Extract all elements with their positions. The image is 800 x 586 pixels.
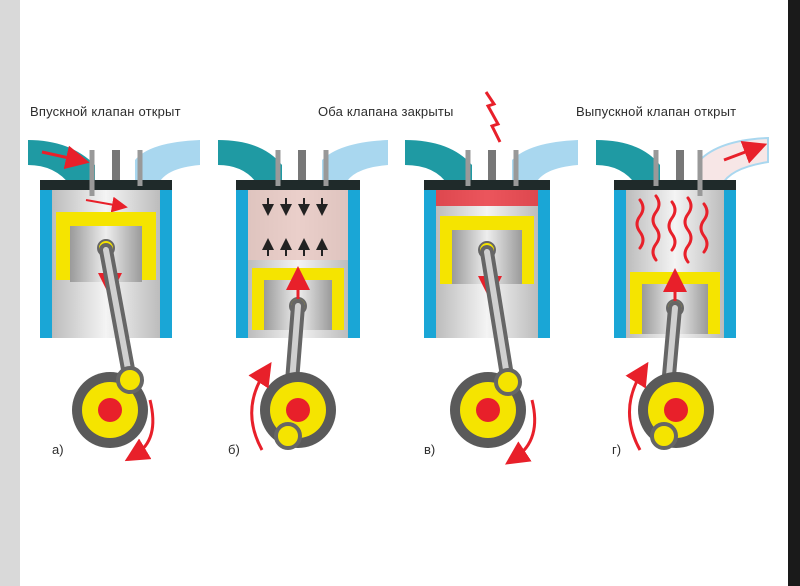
crank-pin	[274, 422, 302, 450]
caption-intake-open: Впускной клапан открыт	[30, 104, 181, 119]
cylinder-wall-right	[724, 188, 736, 338]
exhaust-gases	[635, 194, 709, 264]
crank-pin	[650, 422, 678, 450]
intake-port	[596, 140, 660, 185]
compressed-charge	[248, 190, 348, 260]
crank-hub	[98, 398, 122, 422]
intake-charge-arrow	[85, 196, 128, 213]
rotation-arrow	[625, 361, 649, 451]
combustion-flash	[436, 190, 538, 206]
intake-port	[28, 140, 95, 185]
crank-hub	[286, 398, 310, 422]
connecting-rod-highlight	[103, 247, 133, 383]
piston-skirt	[332, 280, 344, 330]
spark-plug	[298, 150, 306, 180]
stage-label-c: в)	[424, 442, 436, 457]
stage-label-d: г)	[612, 442, 622, 457]
exhaust-port	[322, 140, 388, 185]
spark-plug	[676, 150, 684, 180]
spark-plug	[112, 150, 120, 180]
piston-crown	[440, 216, 534, 232]
stage-a-intake	[28, 140, 200, 462]
piston-skirt	[630, 284, 642, 334]
cylinder-wall-left	[236, 188, 248, 338]
pressure-arrows	[262, 198, 328, 256]
stage-label-b: б)	[228, 442, 240, 457]
intake-port	[218, 140, 282, 185]
piston-skirt	[440, 230, 452, 284]
cylinder-wall-right	[348, 188, 360, 338]
intake-port	[405, 140, 472, 185]
cylinder-head	[40, 180, 172, 190]
crank-pin	[116, 366, 144, 394]
rotation-arrow	[124, 399, 155, 462]
crank-pin	[494, 368, 522, 396]
piston-skirt	[142, 226, 156, 280]
stage-label-a: а)	[52, 442, 64, 457]
exhaust-port	[135, 140, 200, 185]
piston-crown	[56, 212, 156, 228]
caption-both-closed: Оба клапана закрыты	[318, 104, 454, 119]
piston-skirt	[56, 226, 70, 280]
cylinder-head	[424, 180, 550, 190]
piston-skirt	[522, 230, 534, 284]
exhaust-flow-arrow	[723, 140, 768, 164]
exhaust-port	[699, 136, 769, 186]
cylinder-wall-right	[160, 188, 172, 338]
piston-skirt	[252, 280, 264, 330]
crank-hub	[476, 398, 500, 422]
crank-hub	[664, 398, 688, 422]
stage-d-exhaust	[596, 136, 769, 451]
cylinder-wall-left	[40, 188, 52, 338]
stage-b-compression	[218, 140, 388, 451]
spark-icon	[484, 91, 502, 143]
connecting-rod-highlight	[484, 249, 511, 385]
cylinder-head	[236, 180, 360, 190]
cylinder-head	[614, 180, 736, 190]
cylinder-wall-left	[614, 188, 626, 338]
cylinder-wall-right	[538, 188, 550, 338]
caption-exhaust-open: Выпускной клапан открыт	[576, 104, 737, 119]
exhaust-port	[512, 140, 578, 185]
intake-flow-arrow	[41, 145, 90, 170]
stage-c-power	[405, 91, 578, 465]
rotation-arrow	[248, 361, 272, 451]
letterbox-right	[788, 0, 800, 586]
rotation-arrow	[505, 399, 537, 465]
piston-skirt	[708, 284, 720, 334]
spark-plug	[488, 150, 496, 180]
letterbox-left	[0, 0, 20, 586]
cylinder-wall-left	[424, 188, 436, 338]
